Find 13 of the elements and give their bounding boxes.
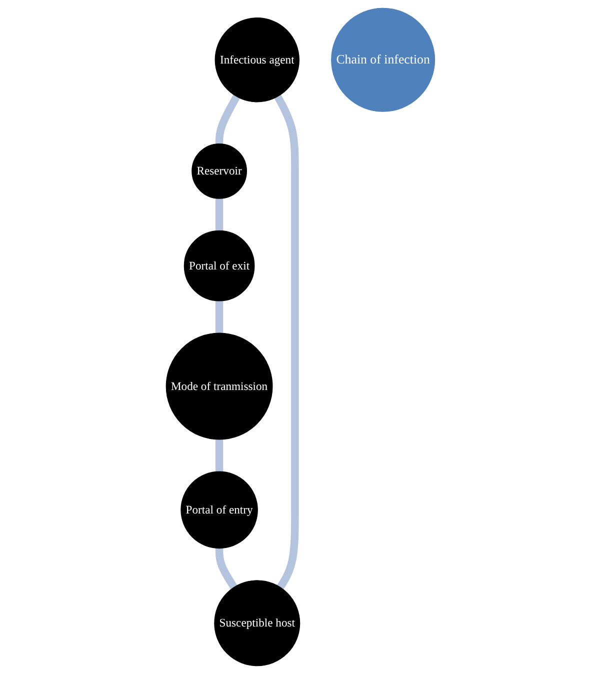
node-circle: Susceptible host — [214, 580, 300, 666]
node-circle: Mode of tranmission — [166, 332, 273, 440]
node-circle: Infectious agent — [214, 18, 300, 102]
connector — [215, 197, 224, 232]
connector — [215, 94, 240, 145]
connector — [215, 300, 224, 334]
node-circle: Portal of exit — [184, 230, 255, 302]
node-circle: Chain of infection — [331, 8, 436, 112]
node-circle: Portal of entry — [180, 471, 258, 549]
connector — [215, 438, 224, 473]
connector — [274, 94, 299, 590]
connector — [215, 547, 238, 590]
node-circle: Reservoir — [192, 143, 248, 199]
